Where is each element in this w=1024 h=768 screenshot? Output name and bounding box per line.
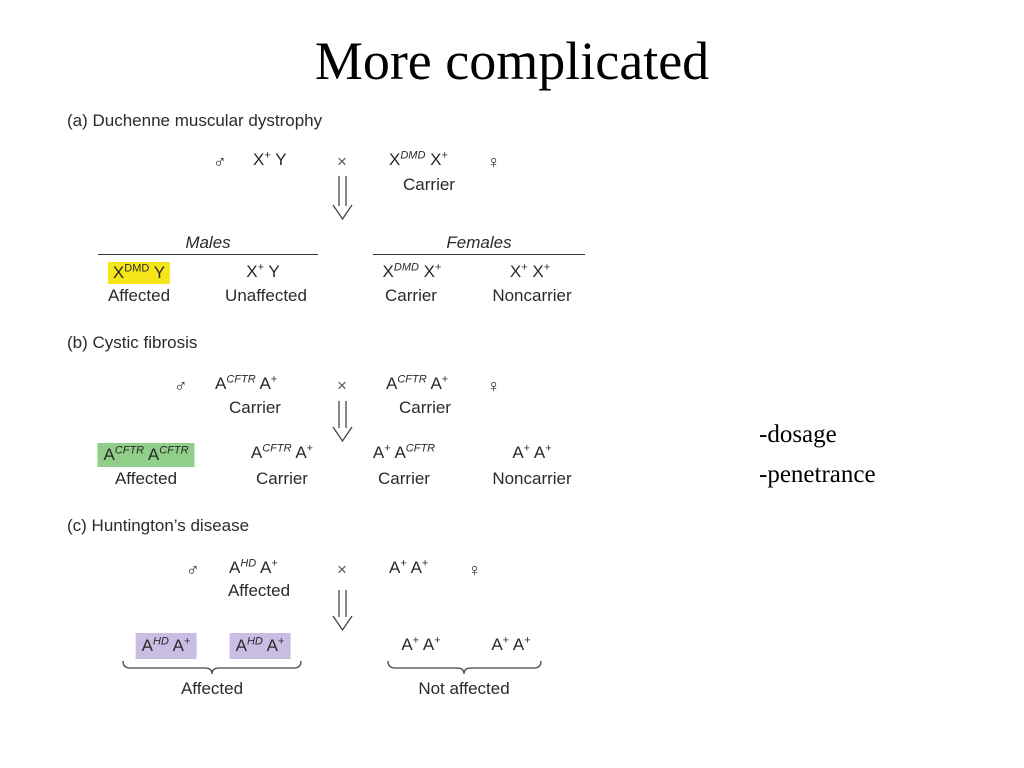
cross-symbol: ×	[337, 152, 347, 171]
panel-a-offspring-label-4: Noncarrier	[492, 286, 572, 305]
panel-b-parent2-genotype: ACFTR A+	[386, 373, 449, 393]
panel-c-group-affected: Affected	[180, 679, 244, 698]
female-symbol: ♀	[487, 376, 501, 396]
panel-a-offspring-label-3: Carrier	[385, 286, 437, 305]
panel-c-offspring-genotype-1: AHD A+	[135, 633, 197, 659]
panel-b-offspring-genotype-3: A+ ACFTR	[372, 442, 436, 462]
male-symbol: ♂	[186, 560, 200, 580]
panel-a-parent2-genotype: XDMD X+	[389, 149, 448, 169]
slide-title: More complicated	[314, 31, 710, 91]
panel-a-offspring-label-1: Affected	[107, 286, 171, 305]
male-symbol: ♂	[174, 376, 188, 396]
panel-b-offspring-label-1: Affected	[114, 469, 178, 488]
panel-b-parent1-genotype: ACFTR A+	[215, 373, 278, 393]
female-symbol: ♀	[487, 152, 501, 172]
panel-c-parent1-label: Affected	[227, 581, 291, 600]
panel-a-offspring-genotype-4: X+ X+	[509, 261, 551, 281]
panel-b-offspring-genotype-1: ACFTR ACFTR	[97, 443, 195, 467]
panel-b-offspring-label-2: Carrier	[256, 469, 308, 488]
panel-a-offspring-genotype-3: XDMD X+	[382, 261, 442, 281]
females-header: Females	[373, 233, 585, 255]
panel-c-offspring-genotype-3: A+ A+	[401, 634, 441, 654]
note-dosage: -dosage	[759, 421, 837, 448]
brace-not-affected	[387, 660, 542, 675]
panel-c-parent1-genotype: AHD A+	[229, 557, 278, 577]
cross-symbol: ×	[337, 560, 347, 579]
cross-symbol: ×	[337, 376, 347, 395]
panel-a-offspring-label-2: Unaffected	[225, 286, 307, 305]
males-header: Males	[98, 233, 318, 255]
panel-a-offspring-genotype-2: X+ Y	[246, 261, 280, 281]
panel-b-parent1-label: Carrier	[229, 398, 281, 417]
panel-c-offspring-genotype-2: AHD A+	[229, 633, 291, 659]
panel-a-heading: (a) Duchenne muscular dystrophy	[67, 111, 323, 130]
panel-b-offspring-genotype-2: ACFTR A+	[250, 442, 314, 462]
panel-b-offspring-label-4: Noncarrier	[492, 469, 572, 488]
panel-b-heading: (b) Cystic fibrosis	[67, 333, 198, 352]
note-penetrance: -penetrance	[759, 461, 876, 488]
down-arrow-icon	[332, 401, 353, 443]
panel-b-offspring-label-3: Carrier	[378, 469, 430, 488]
down-arrow-icon	[332, 176, 353, 221]
panel-c-parent2-genotype: A+ A+	[389, 557, 429, 577]
down-arrow-icon	[332, 590, 353, 632]
brace-affected	[122, 660, 302, 675]
panel-b-offspring-genotype-4: A+ A+	[512, 442, 552, 462]
panel-a-parent2-label: Carrier	[403, 175, 455, 194]
panel-c-heading: (c) Huntington’s disease	[67, 516, 250, 535]
panel-c-offspring-genotype-4: A+ A+	[491, 634, 531, 654]
panel-a-offspring-genotype-1: XDMD Y	[107, 262, 171, 284]
panel-b-parent2-label: Carrier	[399, 398, 451, 417]
male-symbol: ♂	[213, 152, 227, 172]
female-symbol: ♀	[468, 560, 482, 580]
panel-a-parent1-genotype: X+ Y	[253, 149, 287, 169]
panel-c-group-not-affected: Not affected	[418, 679, 510, 698]
